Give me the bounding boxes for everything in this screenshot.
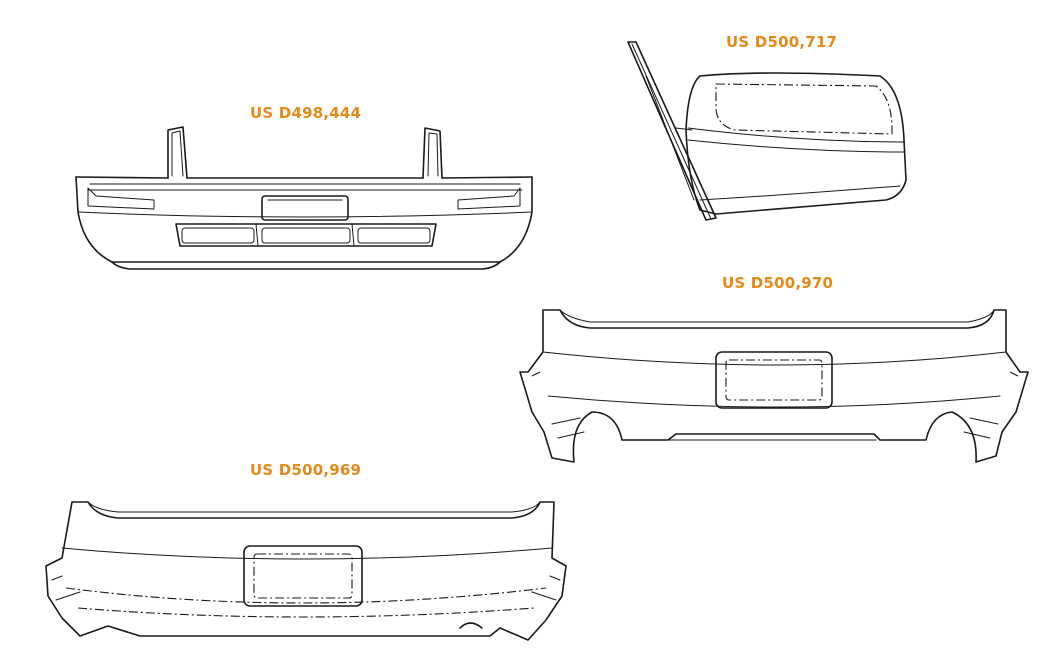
side-mirror-drawing-icon [627,41,907,221]
patent-label-side-mirror: US D500,717 [726,33,838,51]
patent-label-front-bumper: US D498,444 [250,104,362,122]
front-bumper-drawing-icon [75,126,533,270]
patent-label-rear-bumper-dual: US D500,970 [722,274,834,292]
rear-bumper-dual-exhaust-drawing-icon [519,309,1029,463]
rear-bumper-drawing-icon [45,501,567,641]
patent-label-rear-bumper: US D500,969 [250,461,362,479]
